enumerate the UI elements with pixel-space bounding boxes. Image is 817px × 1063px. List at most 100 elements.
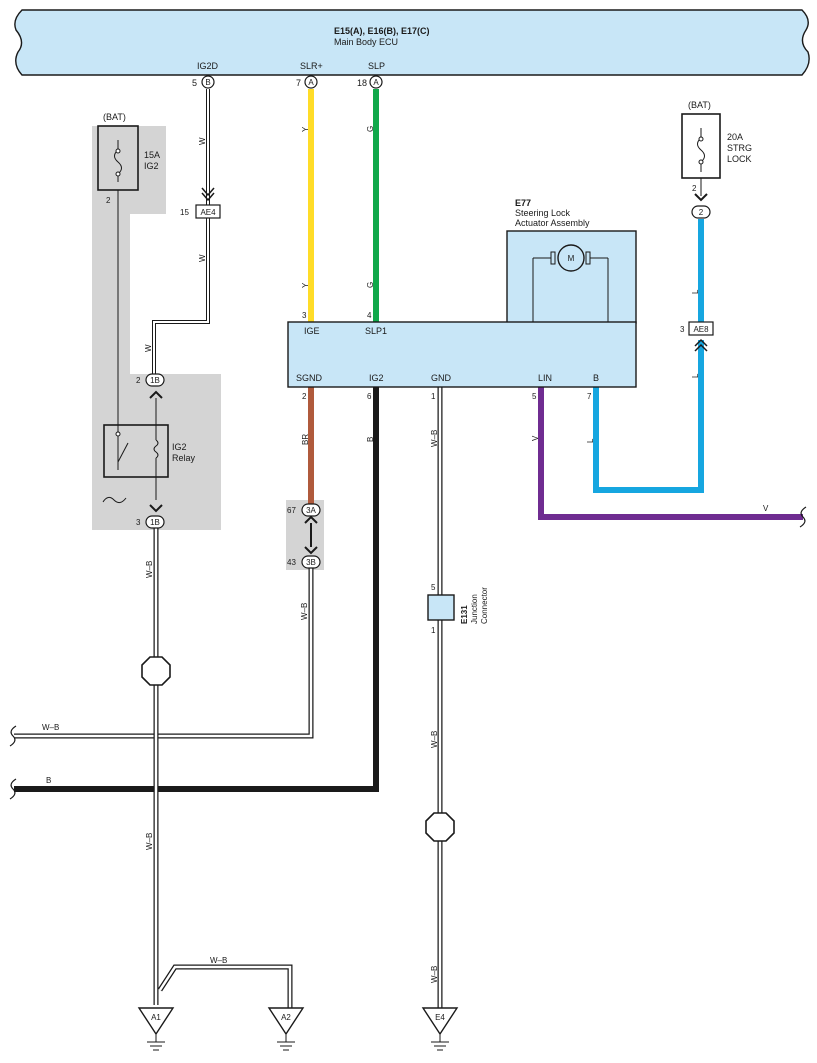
wire-label-wb-left: W–B — [42, 723, 59, 732]
wire-label-g-2: G — [366, 282, 375, 288]
pin-b-name: B — [593, 373, 599, 383]
fuse-ig2-rating: 15A — [144, 150, 160, 160]
wire-label-wb-gnd-2: W–B — [430, 731, 439, 748]
connector-3b-label: 3B — [306, 558, 316, 567]
fuse-strg-name1: STRG — [727, 143, 752, 153]
wire-label-g-1: G — [366, 126, 375, 132]
c3a-chevron — [304, 515, 318, 524]
fuse-ig2-pin: 2 — [106, 196, 111, 205]
pin-ig2-name: IG2 — [369, 373, 384, 383]
junction-connector — [427, 594, 455, 621]
junction-pin-bot: 1 — [431, 626, 436, 635]
pin-gnd-num: 1 — [431, 392, 436, 401]
ecu-pin-slp-num: 18 — [357, 78, 367, 88]
connector-ae4-num: 15 — [180, 208, 189, 217]
pin-lin-name: LIN — [538, 373, 552, 383]
ecu-pin-ig2d-name: IG2D — [197, 61, 219, 71]
ecu-pin-slp-conn: A — [373, 78, 379, 87]
wire-label-wb-gnd-1: W–B — [430, 430, 439, 447]
ecu-pin-slp-name: SLP — [368, 61, 385, 71]
connector-1b-bot-label: 1B — [150, 518, 160, 527]
ecu-pin-slp-connector — [369, 75, 383, 89]
wire-label-v-2: V — [763, 504, 769, 513]
connector-ae4-label: AE4 — [200, 208, 216, 217]
connector-1b-bot — [145, 515, 165, 529]
connector-3a-label: 3A — [306, 506, 316, 515]
ecu-name: Main Body ECU — [334, 37, 398, 47]
connector-3b — [301, 555, 321, 569]
actuator-name1: Steering Lock — [515, 208, 571, 218]
pin-ige-name: IGE — [304, 326, 320, 336]
ground-a1-icon — [137, 1007, 175, 1051]
ground-a2-label: A2 — [281, 1013, 291, 1022]
wire-label-wb-relay-1: W–B — [145, 561, 154, 578]
pin-sgnd-num: 2 — [302, 392, 307, 401]
junction-name2: Connector — [480, 587, 489, 624]
ecu-pin-slr-name: SLR+ — [300, 61, 323, 71]
relay-coil-icon — [153, 439, 159, 459]
wire-l-lower — [593, 340, 704, 493]
pin-b-num: 7 — [587, 392, 592, 401]
connector-1b-bot-num: 3 — [136, 518, 141, 527]
wire-label-l-1: L — [691, 289, 700, 294]
relay-label: Relay — [172, 453, 196, 463]
wire-label-b-2: B — [46, 776, 51, 785]
ae8-chevron — [694, 338, 708, 352]
wire-label-w-3: W — [144, 344, 153, 352]
connector-ae8-num: 3 — [680, 325, 685, 334]
ecu-pin-slr-conn: A — [308, 78, 314, 87]
c3b-chevron — [304, 546, 318, 555]
ground-a1-label: A1 — [151, 1013, 161, 1022]
junction-pin-top: 5 — [431, 583, 436, 592]
ig2-fuse-shade — [92, 126, 166, 214]
connector-1b-top-label: 1B — [150, 376, 160, 385]
wire-label-wb-relay-2: W–B — [145, 833, 154, 850]
motor-icon — [532, 244, 609, 322]
fuse-strg-rating: 20A — [727, 132, 743, 142]
connector-strg — [691, 205, 711, 219]
wire-label-b-1: B — [366, 437, 375, 442]
wire-v — [538, 387, 803, 520]
pin-gnd-name: GND — [431, 373, 452, 383]
connector-3b-num: 43 — [287, 558, 296, 567]
relay-name: IG2 — [172, 442, 187, 452]
actuator-code: E77 — [515, 198, 531, 208]
pin-ige-num: 3 — [302, 311, 307, 320]
junction-code: E131 — [460, 605, 469, 624]
wire-wb-relay — [153, 528, 293, 1008]
wire-label-br: BR — [301, 434, 310, 445]
connector-1b-top-num: 2 — [136, 376, 141, 385]
connector-ae4 — [195, 204, 221, 219]
pin-ig2-num: 6 — [367, 392, 372, 401]
splice-relay-wb — [141, 656, 171, 686]
wire-label-l-3: L — [586, 438, 595, 443]
fuse-ig2-name: IG2 — [144, 161, 159, 171]
junction-name1: Junction — [470, 594, 479, 624]
ecu-pin-slr-connector — [304, 75, 318, 89]
ae4-chevron — [201, 187, 215, 202]
actuator-body — [287, 321, 637, 388]
fuse-ig2-icon — [114, 140, 122, 182]
wire-w-ig2d — [152, 89, 210, 377]
pin-lin-num: 5 — [532, 392, 537, 401]
wire-label-wb-gnd-3: W–B — [430, 966, 439, 983]
connector-3a-num: 67 — [287, 506, 296, 515]
main-body-ecu — [14, 9, 810, 76]
wire-label-v-1: V — [531, 435, 540, 441]
connector-strg-label: 2 — [699, 208, 704, 217]
wire-label-w-2: W — [198, 254, 207, 262]
wire-label-l-2: L — [691, 373, 700, 378]
relay-ground-squiggle — [102, 496, 127, 504]
wire-v-break — [799, 506, 807, 528]
relay-shade-column — [92, 210, 130, 380]
pin-slp1-name: SLP1 — [365, 326, 387, 336]
fuse-strg-icon — [697, 128, 705, 172]
pin-slp1-num: 4 — [367, 311, 372, 320]
wire-label-wb-a2: W–B — [210, 956, 227, 965]
fuse-strg-pin: 2 — [692, 184, 697, 193]
fuse-ig2-source: (BAT) — [103, 112, 126, 122]
motor-label: M — [568, 254, 575, 263]
actuator-name2: Actuator Assembly — [515, 218, 590, 228]
connector-ae8-label: AE8 — [693, 325, 709, 334]
